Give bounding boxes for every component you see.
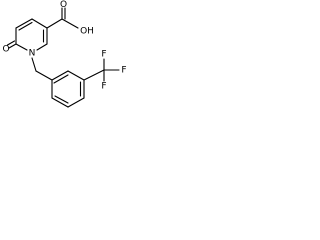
bond-c2-o-double (6, 40, 16, 46)
fluorine-right-label: F (121, 66, 126, 76)
bond-c3-c4 (15, 18, 33, 29)
bond-cooh-oh (61, 18, 79, 29)
pyridinone-ring (15, 18, 48, 51)
bond-ar5-ar6-double (54, 95, 69, 104)
ring-nitrogen-label: N (29, 49, 36, 59)
bond-c3-c4-double (18, 21, 33, 31)
bond-ar1-ar2-double (53, 74, 69, 84)
fluorine-top-label: F (101, 50, 106, 60)
bond-ar5-ar6 (51, 97, 69, 108)
bond-ar1-ar2 (51, 70, 69, 81)
bond-ar4-ar5 (67, 97, 85, 108)
benzene-ring (35, 70, 85, 108)
molecule-drawing: O N O OH (2, 0, 127, 108)
structure-diagram: O N O OH (0, 0, 141, 126)
bond-n1-ch2 (31, 57, 37, 72)
carbonyl-oxygen-label: O (2, 45, 9, 55)
bond-c2-o (8, 43, 17, 49)
trifluoromethyl-group: F F F (83, 50, 127, 92)
bond-c6-n1 (36, 43, 48, 51)
bond-ar3-cf3 (83, 69, 105, 81)
bond-ch2-ar1 (35, 70, 53, 81)
carbonyl-group: O (2, 40, 17, 55)
acid-hydroxyl-label: OH (80, 27, 94, 37)
bond-c4-c5 (31, 18, 48, 29)
bond-n1-c2 (15, 43, 28, 51)
carboxylic-acid-group: O OH (46, 0, 94, 37)
bond-ar2-ar3 (67, 70, 85, 81)
fluorine-bottom-label: F (101, 82, 106, 92)
bond-c5-cooh (46, 18, 63, 29)
acid-oxygen-label: O (60, 0, 67, 10)
